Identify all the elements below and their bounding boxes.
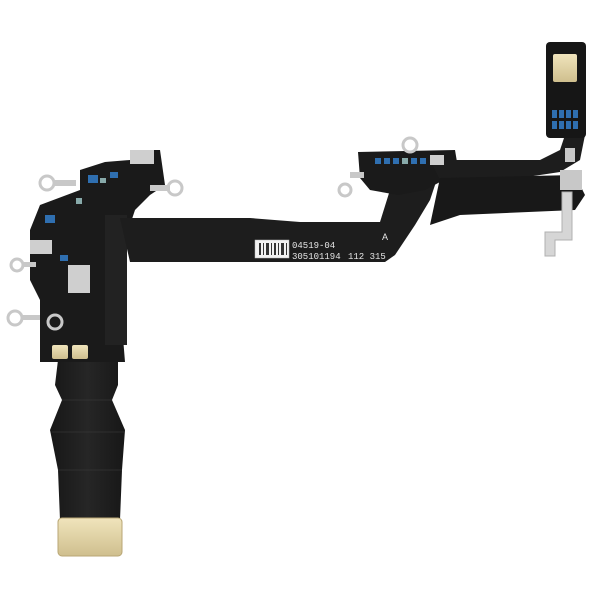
right-metal-bracket (544, 191, 573, 257)
flex-tail (50, 360, 125, 520)
gold-connector-pad (57, 517, 123, 557)
antenna-gold-pad (553, 54, 577, 82)
shield-block-1 (30, 240, 52, 254)
shield-block-3 (130, 150, 154, 164)
serial-number-label: 305101194 (292, 252, 341, 262)
revision-mark: A (382, 232, 388, 242)
flex-right-arm (430, 135, 585, 180)
antenna-contacts (552, 110, 578, 129)
right-board-components (375, 155, 444, 165)
flex-right-lower (430, 175, 585, 225)
left-board-trace (105, 215, 127, 345)
bracket-tabs (22, 148, 582, 320)
sticker-barcode (259, 243, 287, 255)
flex-main-arm (120, 160, 440, 262)
part-number-label: 04519-04 (292, 241, 335, 251)
shield-block-2 (68, 265, 90, 293)
flex-tail-folds (52, 399, 124, 471)
lot-code-label: 112 315 (348, 252, 386, 262)
mounting-rings (6, 136, 419, 331)
left-board (30, 150, 165, 362)
